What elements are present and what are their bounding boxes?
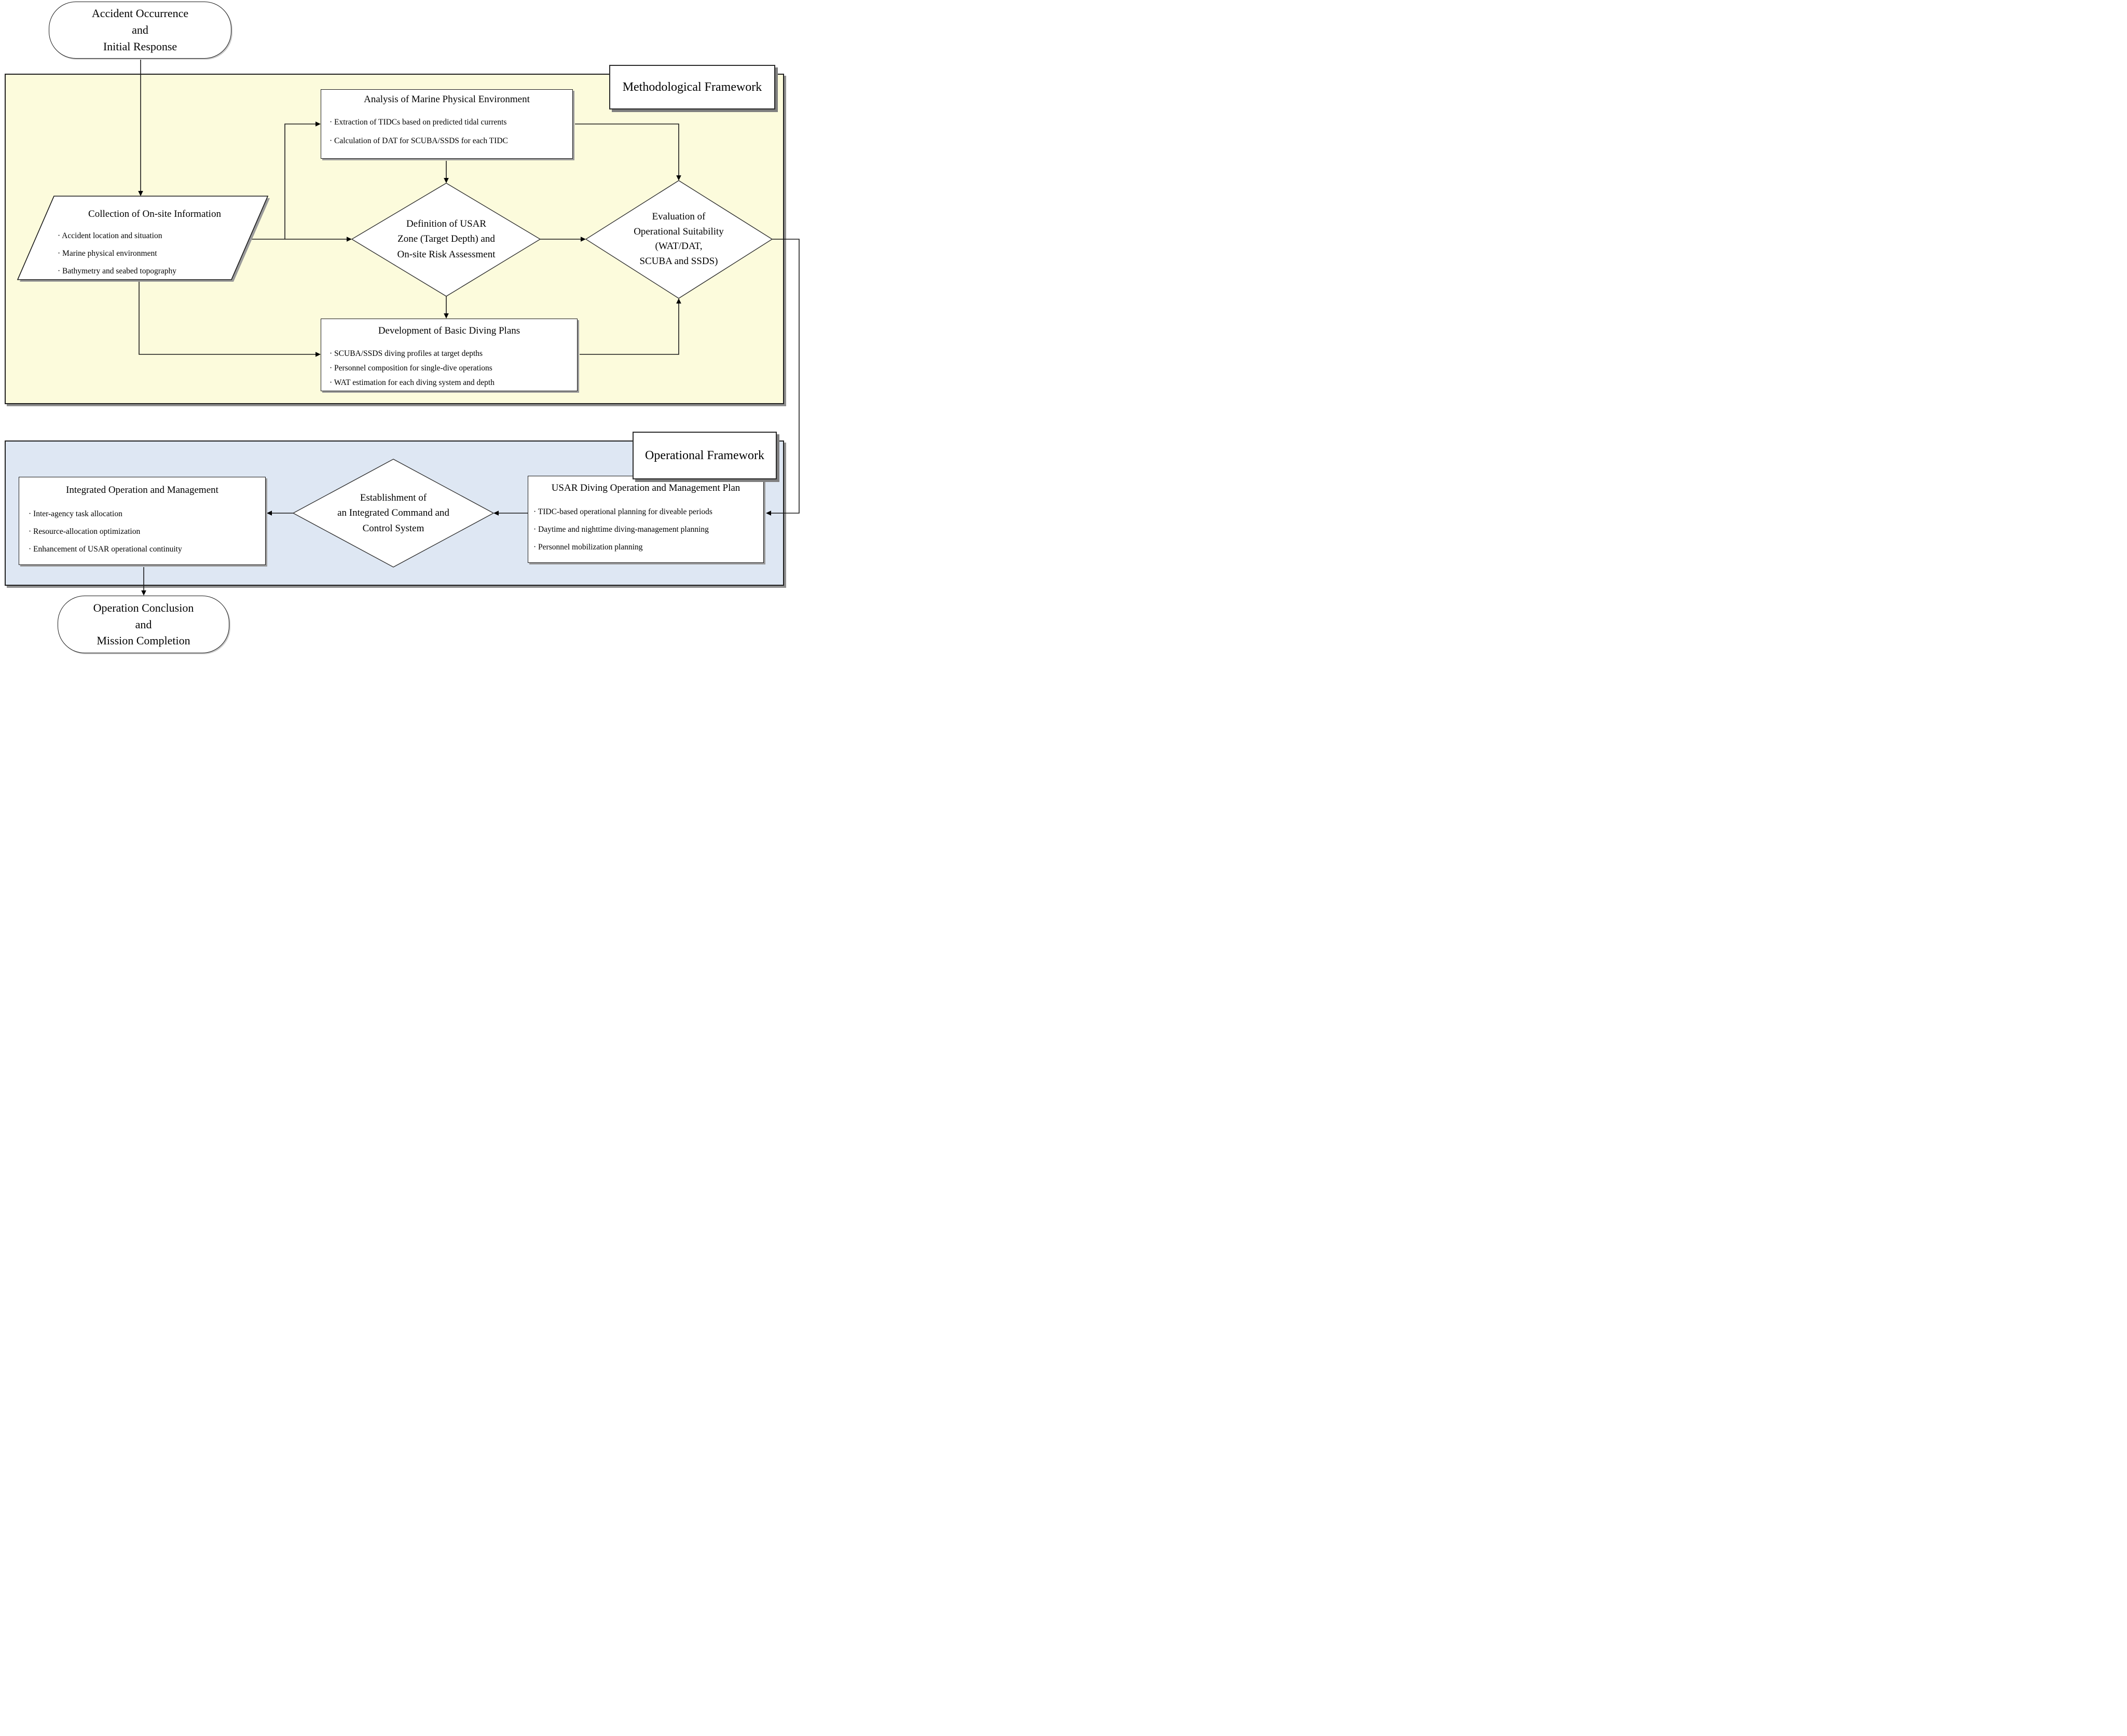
- arrowhead-into-collection: [138, 191, 143, 196]
- arrowhead-into-command: [493, 511, 499, 516]
- arrowhead-into-evaluation-top: [676, 175, 681, 181]
- start-terminator: Accident Occurrence and Initial Response: [49, 2, 231, 59]
- flowchart-canvas: Methodological Framework Operational Fra…: [0, 0, 804, 656]
- evaluation-diamond: [585, 180, 773, 299]
- start-terminator-text: Accident Occurrence and Initial Response: [91, 7, 189, 53]
- flowchart-connector-layer: [17, 59, 800, 596]
- collection-parallelogram: [17, 196, 269, 280]
- diving-plans-bullet-2: · Personnel composition for single-dive …: [330, 364, 492, 373]
- usar-plan-process-box: USAR Diving Operation and Management Pla…: [528, 476, 764, 563]
- arrowhead-into-diving-plans-left: [315, 352, 321, 357]
- diving-plans-bullet-3: · WAT estimation for each diving system …: [330, 378, 495, 387]
- arrowhead-into-integrated: [267, 511, 272, 516]
- usar-plan-bullet-1: · TIDC-based operational planning for di…: [533, 507, 712, 516]
- connector-collection-to-analysis: [284, 123, 316, 239]
- usar-plan-title: USAR Diving Operation and Management Pla…: [551, 483, 740, 493]
- end-terminator: Operation Conclusion and Mission Complet…: [58, 596, 229, 653]
- command-diamond: [292, 459, 495, 568]
- arrowhead-into-diving-plans-top: [444, 313, 449, 319]
- analysis-title: Analysis of Marine Physical Environment: [364, 94, 530, 105]
- analysis-bullet-1: · Extraction of TIDCs based on predicted…: [330, 118, 507, 127]
- usar-plan-bullet-2: · Daytime and nighttime diving-managemen…: [533, 525, 709, 534]
- integrated-bullet-1: · Inter-agency task allocation: [29, 509, 122, 518]
- analysis-bullet-2: · Calculation of DAT for SCUBA/SSDS for …: [330, 136, 508, 145]
- connector-lines: [139, 59, 800, 591]
- arrowhead-into-usar-zone-left: [347, 237, 352, 242]
- connector-diving-plans-to-evaluation: [580, 303, 679, 355]
- methodological-framework-label: Methodological Framework: [609, 65, 775, 109]
- usar-zone-diamond: [351, 183, 541, 297]
- operational-framework-label-text: Operational Framework: [645, 448, 764, 462]
- connector-analysis-to-evaluation: [575, 123, 679, 176]
- diving-plans-title: Development of Basic Diving Plans: [378, 325, 520, 336]
- connector-collection-to-diving-plans: [139, 280, 316, 355]
- arrowhead-into-usar-zone-top: [444, 178, 449, 183]
- arrowhead-into-evaluation-left: [581, 237, 586, 242]
- operational-framework-label: Operational Framework: [633, 432, 777, 479]
- methodological-framework-label-text: Methodological Framework: [622, 80, 762, 94]
- integrated-bullet-2: · Resource-allocation optimization: [29, 527, 141, 536]
- usar-plan-bullet-3: · Personnel mobilization planning: [533, 543, 643, 552]
- arrowhead-into-analysis: [315, 121, 321, 127]
- arrowhead-into-usar-plan: [766, 511, 771, 516]
- diving-plans-process-box: Development of Basic Diving Plans · SCUB…: [321, 319, 578, 391]
- connector-evaluation-to-usar-plan: [771, 239, 800, 514]
- arrowhead-into-end: [141, 590, 146, 596]
- connector-arrowheads: [138, 121, 771, 596]
- analysis-process-box: Analysis of Marine Physical Environment …: [321, 89, 573, 159]
- arrowhead-into-evaluation-bottom: [676, 298, 681, 304]
- integrated-process-box: Integrated Operation and Management · In…: [19, 477, 266, 565]
- integrated-bullet-3: · Enhancement of USAR operational contin…: [29, 545, 182, 554]
- diving-plans-bullet-1: · SCUBA/SSDS diving profiles at target d…: [330, 349, 483, 358]
- end-terminator-text: Operation Conclusion and Mission Complet…: [93, 601, 194, 647]
- flow-shapes: [17, 180, 773, 568]
- integrated-title: Integrated Operation and Management: [66, 485, 218, 495]
